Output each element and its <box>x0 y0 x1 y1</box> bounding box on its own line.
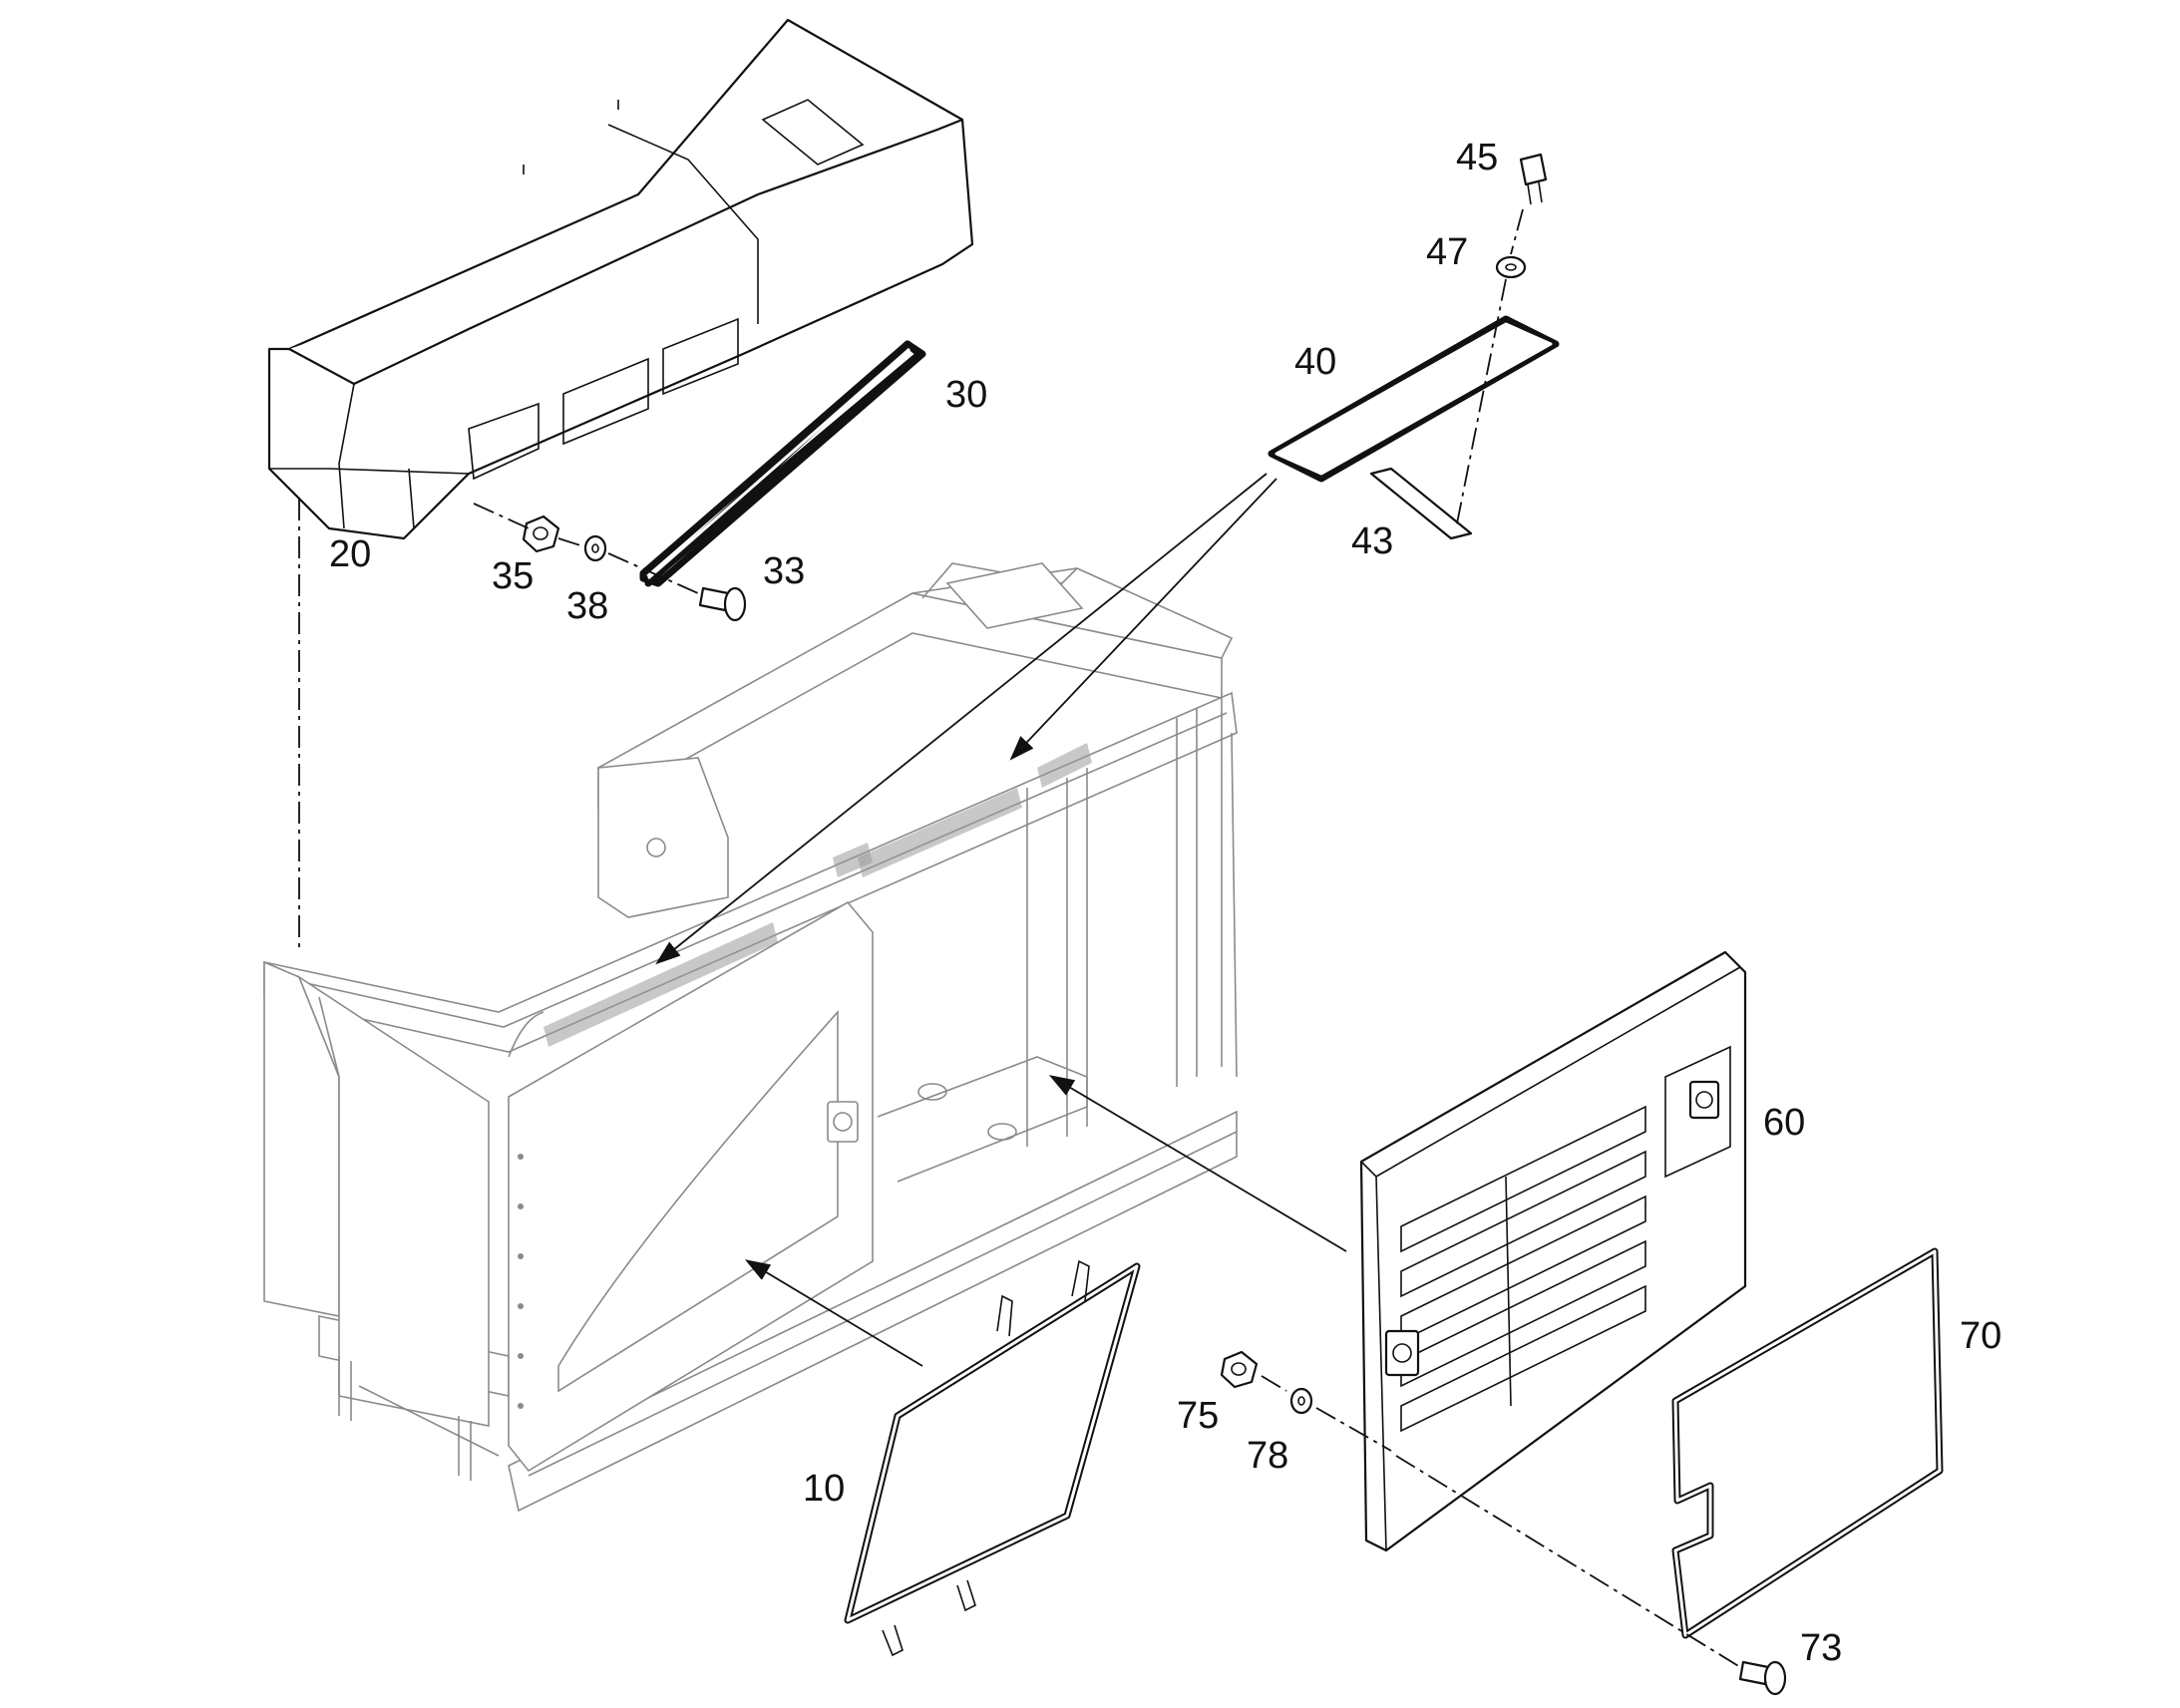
door-hinge-dots <box>518 1154 524 1409</box>
callout-43: 43 <box>1351 520 1393 562</box>
callout-75: 75 <box>1177 1395 1219 1437</box>
part-40-cover-plate <box>1268 315 1560 483</box>
callout-78: 78 <box>1247 1435 1288 1477</box>
callout-20: 20 <box>329 533 371 575</box>
callout-38: 38 <box>566 585 608 627</box>
part-38-washer <box>583 534 607 562</box>
callout-33: 33 <box>763 550 805 592</box>
frame-assembly <box>263 562 1238 1513</box>
part-33-screw <box>698 586 747 622</box>
assembly-arrows <box>655 473 1347 1367</box>
callout-70: 70 <box>1960 1315 2001 1357</box>
part-43-strap <box>1369 467 1473 540</box>
callout-40: 40 <box>1294 341 1336 383</box>
assembly-centerlines <box>298 208 1741 1668</box>
part-30-gasket <box>639 340 926 587</box>
callout-60: 60 <box>1763 1102 1805 1144</box>
callout-73: 73 <box>1800 1627 1842 1669</box>
part-70-door-gasket <box>1671 1247 1944 1639</box>
part-45-bolt <box>1519 153 1548 205</box>
door-latch-icon <box>827 1101 859 1143</box>
part-35-nut <box>522 514 560 553</box>
callout-47: 47 <box>1426 231 1468 273</box>
latch-icon <box>1688 1080 1720 1120</box>
part-10-screen <box>844 1259 1141 1657</box>
callout-10: 10 <box>803 1468 845 1510</box>
part-60-side-door <box>1359 950 1747 1552</box>
part-75-nut <box>1220 1350 1259 1389</box>
callout-45: 45 <box>1456 137 1498 178</box>
callout-labels: 10 20 30 33 35 38 40 43 45 47 60 70 73 7… <box>329 137 2001 1669</box>
part-78-washer <box>1289 1387 1313 1415</box>
callout-30: 30 <box>945 374 987 416</box>
door-handle-icon <box>1384 1329 1420 1377</box>
vent-grille-front <box>544 743 1092 1047</box>
part-47-washer <box>1495 255 1527 279</box>
part-20-roof-hood <box>267 18 974 540</box>
part-73-screw <box>1738 1660 1787 1696</box>
callout-35: 35 <box>492 555 534 597</box>
